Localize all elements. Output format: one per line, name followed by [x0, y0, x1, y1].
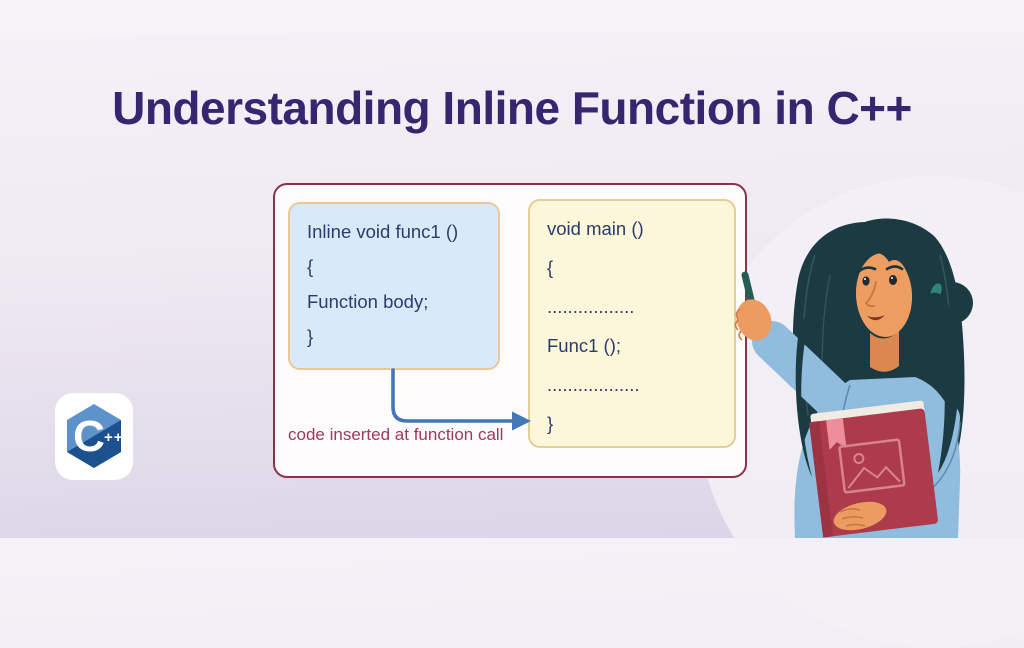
code-line: Inline void func1 ()	[307, 221, 459, 242]
code-line: }	[547, 413, 554, 434]
code-line: Func1 ();	[547, 335, 622, 356]
cpp-logo-plusplus: ++	[104, 429, 124, 446]
main-function-box: void main () { ................. Func1 (…	[528, 199, 736, 448]
code-line: {	[307, 256, 314, 277]
code-line: {	[547, 257, 554, 278]
diagram-panel: Inline void func1 () { Function body; } …	[273, 183, 747, 478]
code-line: .................	[547, 296, 635, 317]
code-line: Function body;	[307, 291, 429, 312]
code-line: ..................	[547, 374, 640, 395]
cpp-logo-icon: C ++	[67, 404, 124, 468]
code-line: void main ()	[547, 218, 644, 239]
code-line: }	[307, 326, 314, 347]
curved-arrow-icon	[391, 368, 531, 431]
page-title: Understanding Inline Function in C++	[112, 81, 912, 134]
inline-function-box: Inline void func1 () { Function body; }	[288, 202, 500, 370]
book-icon	[809, 400, 938, 538]
background-top-band	[0, 0, 1024, 33]
caption-label: code inserted at function call	[288, 425, 504, 444]
cpp-logo-letter: C	[73, 412, 105, 461]
woman-illustration	[734, 218, 973, 538]
cpp-logo-card: C ++	[55, 393, 133, 480]
